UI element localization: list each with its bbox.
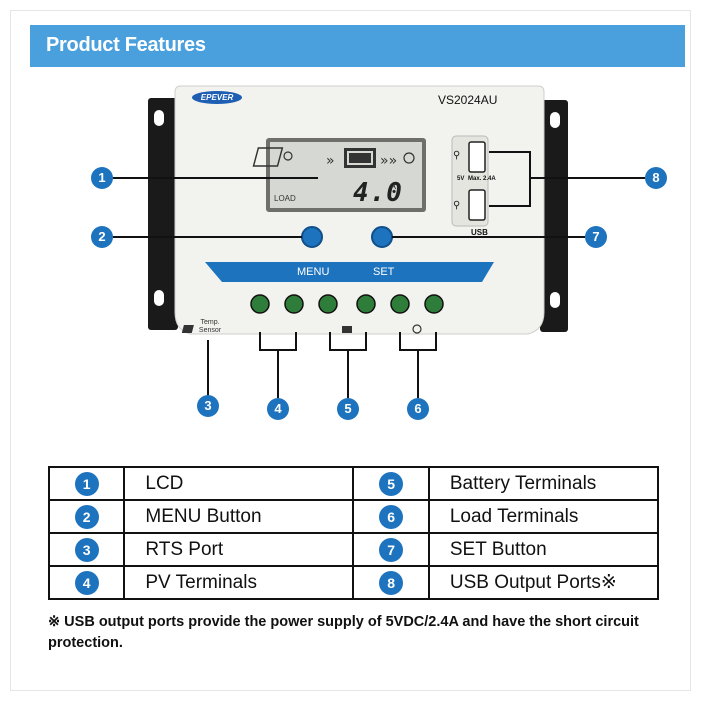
button-strip bbox=[205, 262, 494, 282]
usb-max-label: Max. 2.4A bbox=[468, 176, 496, 182]
terminal-block bbox=[250, 294, 444, 314]
pv-terminal-pos bbox=[284, 294, 304, 314]
usb-label: USB bbox=[471, 228, 488, 237]
callout-7: 7 bbox=[585, 226, 607, 248]
legend-row: 1 LCD 5 Battery Terminals bbox=[47, 466, 660, 501]
legend-number: 8 bbox=[379, 570, 404, 595]
footnote: ※ USB output ports provide the power sup… bbox=[48, 614, 639, 651]
pv-small-icon bbox=[181, 325, 194, 333]
temp-sensor-label: Temp. Sensor bbox=[198, 319, 222, 334]
right-mounting-bracket bbox=[540, 100, 568, 332]
battery-terminal-pos bbox=[356, 294, 376, 314]
set-button-label: SET bbox=[373, 266, 395, 278]
load-terminal-pos bbox=[424, 294, 444, 314]
pv-terminal-neg bbox=[250, 294, 270, 314]
legend-label: LCD bbox=[123, 466, 355, 501]
legend-number: 4 bbox=[74, 570, 99, 595]
callout-2: 2 bbox=[91, 226, 113, 248]
legend-label: MENU Button bbox=[123, 499, 355, 534]
left-mount-hole-top bbox=[154, 110, 164, 126]
callout-1: 1 bbox=[91, 167, 113, 189]
arrows-left-icon: » bbox=[326, 153, 335, 169]
legend-number: 7 bbox=[379, 537, 404, 562]
usb-port-2 bbox=[468, 189, 486, 221]
menu-button-label: MENU bbox=[297, 266, 330, 278]
left-mount-hole-bottom bbox=[154, 290, 164, 306]
battery-terminal-neg bbox=[318, 294, 338, 314]
page-title: Product Features bbox=[46, 34, 206, 56]
legend-number: 3 bbox=[74, 537, 99, 562]
solar-panel-icon bbox=[252, 147, 284, 167]
legend-label: PV Terminals bbox=[123, 565, 355, 600]
brand-logo: EPEVER bbox=[192, 91, 242, 104]
battery-small-icon bbox=[342, 326, 352, 333]
legend-row: 2 MENU Button 6 Load Terminals bbox=[47, 499, 660, 534]
set-button[interactable] bbox=[371, 226, 393, 248]
usb-voltage-label: 5V bbox=[457, 176, 465, 182]
lcd-reading: 4.0 bbox=[353, 178, 403, 208]
callout-4: 4 bbox=[267, 398, 289, 420]
usb-symbol-icon-2: ⚲ bbox=[453, 200, 460, 211]
callout-3: 3 bbox=[197, 395, 219, 417]
header-banner bbox=[30, 25, 685, 67]
light-bulb-icon bbox=[403, 152, 415, 164]
left-mounting-bracket bbox=[148, 98, 178, 330]
usb-symbol-icon-1: ⚲ bbox=[453, 150, 460, 161]
legend-label: Load Terminals bbox=[427, 499, 660, 534]
legend-number: 5 bbox=[379, 471, 404, 496]
page-frame bbox=[10, 10, 691, 691]
legend-number: 2 bbox=[74, 504, 99, 529]
callout-5: 5 bbox=[337, 398, 359, 420]
callout-6: 6 bbox=[407, 398, 429, 420]
legend-number: 6 bbox=[379, 504, 404, 529]
lcd-unit: A bbox=[390, 181, 397, 191]
load-terminal-neg bbox=[390, 294, 410, 314]
load-small-icon bbox=[412, 324, 422, 334]
legend-row: 3 RTS Port 7 SET Button bbox=[47, 532, 660, 567]
model-number: VS2024AU bbox=[438, 93, 498, 107]
lcd-load-label: LOAD bbox=[274, 194, 296, 203]
legend-label: RTS Port bbox=[123, 532, 355, 567]
legend-label: Battery Terminals bbox=[427, 466, 660, 501]
right-mount-hole-bottom bbox=[550, 292, 560, 308]
legend-table: 1 LCD 5 Battery Terminals 2 MENU Button … bbox=[47, 466, 660, 600]
controller-illustration: » »» ⚲ ⚲ bbox=[113, 85, 645, 398]
sun-icon bbox=[283, 151, 293, 161]
right-mount-hole-top bbox=[550, 112, 560, 128]
usb-port-1 bbox=[468, 141, 486, 173]
legend-row: 4 PV Terminals 8 USB Output Ports※ bbox=[47, 565, 660, 600]
arrows-right-icon: »» bbox=[380, 153, 397, 169]
legend-label: USB Output Ports※ bbox=[427, 565, 660, 600]
menu-button[interactable] bbox=[301, 226, 323, 248]
callout-8: 8 bbox=[645, 167, 667, 189]
legend-label: SET Button bbox=[427, 532, 660, 567]
legend-number: 1 bbox=[74, 471, 99, 496]
